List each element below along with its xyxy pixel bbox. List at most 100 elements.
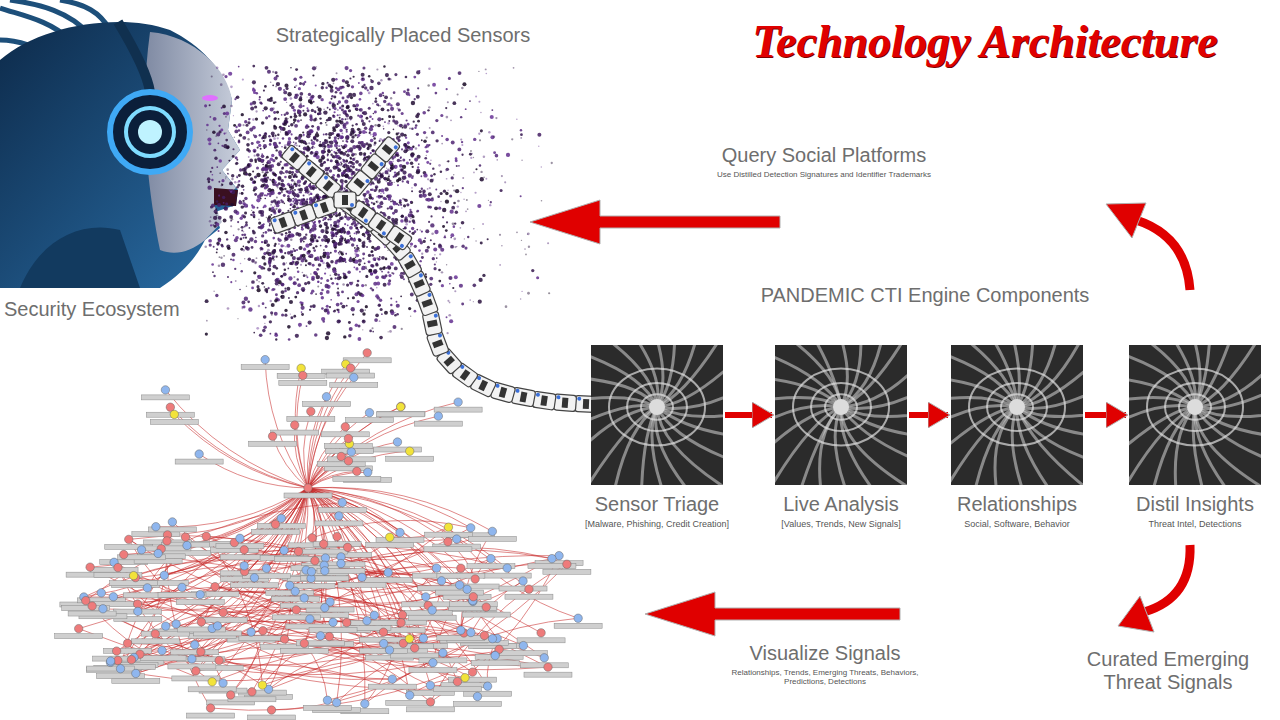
cloud-dot <box>355 123 358 126</box>
cloud-dot <box>294 86 296 88</box>
cloud-dot <box>253 180 256 183</box>
cloud-dot <box>389 205 393 209</box>
cloud-dot <box>434 206 438 210</box>
cloud-dot <box>355 231 357 233</box>
cloud-dot <box>285 170 289 174</box>
cloud-dot <box>301 287 305 291</box>
cloud-dot <box>347 224 349 226</box>
cloud-dot <box>441 284 444 287</box>
cloud-dot <box>363 84 365 86</box>
cloud-dot <box>341 118 344 121</box>
cloud-dot <box>303 182 306 185</box>
sensor-cloud <box>204 65 553 341</box>
cloud-dot <box>382 276 386 280</box>
cloud-dot <box>226 238 228 240</box>
cloud-dot <box>425 249 429 253</box>
cloud-dot <box>362 252 365 255</box>
cloud-dot <box>421 256 424 259</box>
cloud-dot <box>339 238 343 242</box>
cloud-dot <box>490 201 492 203</box>
cloud-dot <box>331 282 334 285</box>
cloud-dot <box>346 141 348 143</box>
cloud-dot <box>284 309 287 312</box>
cloud-dot <box>333 228 336 231</box>
cloud-dot <box>302 132 304 134</box>
cloud-dot <box>451 141 455 145</box>
cloud-dot <box>248 118 250 120</box>
cloud-dot <box>461 245 464 248</box>
cloud-dot <box>384 187 388 191</box>
cloud-dot <box>338 145 340 147</box>
cloud-dot <box>281 275 284 278</box>
cloud-dot <box>418 238 422 242</box>
cloud-dot <box>312 221 314 223</box>
cloud-dot <box>308 93 311 96</box>
cloud-dot <box>405 136 407 138</box>
cloud-dot <box>424 157 427 160</box>
cloud-dot <box>251 259 255 263</box>
cloud-dot <box>209 243 212 246</box>
cloud-dot <box>384 121 386 123</box>
cloud-dot <box>274 299 278 303</box>
cloud-dot <box>353 266 355 268</box>
cloud-dot <box>235 162 238 165</box>
cloud-dot <box>284 188 287 191</box>
cloud-dot <box>389 183 393 187</box>
cloud-dot <box>253 271 256 274</box>
cloud-dot <box>407 141 410 144</box>
cloud-dot <box>303 236 307 240</box>
cloud-dot <box>414 158 418 162</box>
cloud-dot <box>274 117 276 119</box>
cloud-dot <box>442 225 445 228</box>
cloud-dot <box>342 96 345 99</box>
cloud-dot <box>327 218 329 220</box>
cloud-dot <box>284 287 286 289</box>
cloud-dot <box>438 207 441 210</box>
cloud-dot <box>297 271 299 273</box>
cloud-dot <box>289 300 293 304</box>
cloud-dot <box>281 184 285 188</box>
cloud-dot <box>382 92 384 94</box>
cloud-dot <box>352 166 355 169</box>
cloud-dot <box>239 289 241 291</box>
cloud-dot <box>313 136 316 139</box>
cloud-dot <box>352 313 354 315</box>
cloud-dot <box>312 146 314 148</box>
cloud-dot <box>394 267 398 271</box>
cloud-dot <box>351 307 355 311</box>
cloud-dot <box>210 224 212 226</box>
cloud-dot <box>334 246 337 249</box>
cloud-dot <box>426 161 429 164</box>
cloud-dot <box>232 148 234 150</box>
cloud-dot <box>339 217 342 220</box>
cloud-dot <box>242 136 246 140</box>
cloud-dot <box>249 237 253 241</box>
cloud-dot <box>273 172 277 176</box>
cloud-dot <box>349 69 352 72</box>
cloud-dot <box>240 238 243 241</box>
cloud-dot <box>333 139 337 143</box>
cloud-dot <box>283 97 287 101</box>
cloud-dot <box>305 264 307 266</box>
cloud-dot <box>411 227 414 230</box>
cloud-dot <box>281 146 283 148</box>
cloud-dot <box>236 95 240 99</box>
cloud-dot <box>345 253 347 255</box>
cloud-dot <box>358 163 362 167</box>
cloud-dot <box>375 262 378 265</box>
cloud-dot <box>479 164 482 167</box>
cloud-dot <box>235 126 237 128</box>
cloud-dot <box>295 68 298 71</box>
cloud-dot <box>452 101 456 105</box>
cloud-dot <box>307 281 310 284</box>
cloud-dot <box>288 125 290 127</box>
cloud-dot <box>304 181 307 184</box>
cloud-dot <box>401 215 404 218</box>
cloud-dot <box>333 221 337 225</box>
cloud-dot <box>432 257 435 260</box>
cloud-dot <box>346 154 350 158</box>
cloud-dot <box>232 259 235 262</box>
cloud-dot <box>281 314 284 317</box>
cloud-dot <box>230 258 232 260</box>
cloud-dot <box>493 151 496 154</box>
